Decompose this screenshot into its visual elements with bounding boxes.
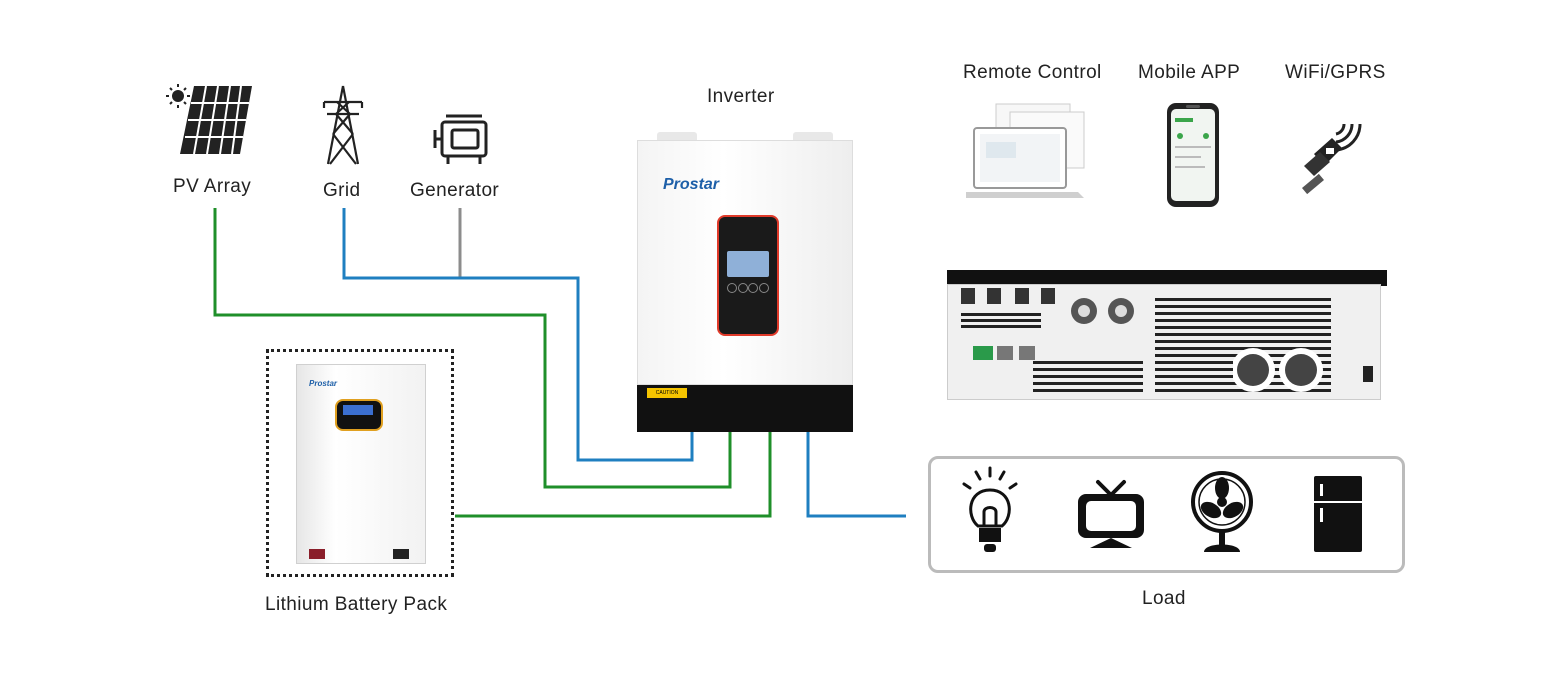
laptop-icon: [966, 103, 1085, 198]
inverter-label: Inverter: [707, 86, 775, 107]
generator-label: Generator: [410, 180, 500, 201]
grid-line: [342, 208, 694, 462]
power-tower-icon: [322, 85, 364, 165]
pv-line: [213, 208, 732, 489]
fridge-icon: [1314, 476, 1362, 552]
remote-control-label: Remote Control: [963, 62, 1102, 83]
load-box: [928, 456, 1405, 573]
load-label: Load: [1142, 588, 1186, 609]
power-switch-icon: [1363, 366, 1373, 382]
mobile-app-label: Mobile APP: [1138, 62, 1241, 83]
solar-panel-icon: [166, 84, 252, 155]
inverter-brand-logo: Prostar: [663, 176, 720, 193]
caution-label: CAUTION: [647, 388, 687, 398]
inverter-bottom-panel: [947, 270, 1387, 406]
battery-frame: [266, 349, 454, 577]
battery-display: [335, 399, 383, 431]
load-line: [806, 430, 906, 518]
bulb-icon: [962, 466, 1018, 552]
grid-label: Grid: [323, 180, 361, 201]
ac-connectors: [1071, 298, 1134, 324]
battery-line: [455, 430, 772, 518]
wifi-dongle-icon: [1302, 123, 1362, 195]
battery-brand-logo: Prostar: [309, 379, 338, 388]
inverter-lcd-screen: [727, 251, 769, 277]
generator-icon: [433, 114, 488, 164]
inverter-display-panel: [717, 215, 779, 336]
pv-array-label: PV Array: [173, 176, 252, 197]
smartphone-icon: [1167, 103, 1219, 207]
battery-unit: Prostar: [296, 364, 426, 564]
wifi-gprs-label: WiFi/GPRS: [1285, 62, 1386, 83]
battery-connectors: [1233, 348, 1323, 392]
tv-icon: [1078, 480, 1144, 548]
fan-icon: [1191, 471, 1253, 552]
inverter-unit: Prostar CAUTION: [637, 132, 853, 432]
battery-label: Lithium Battery Pack: [265, 594, 448, 615]
